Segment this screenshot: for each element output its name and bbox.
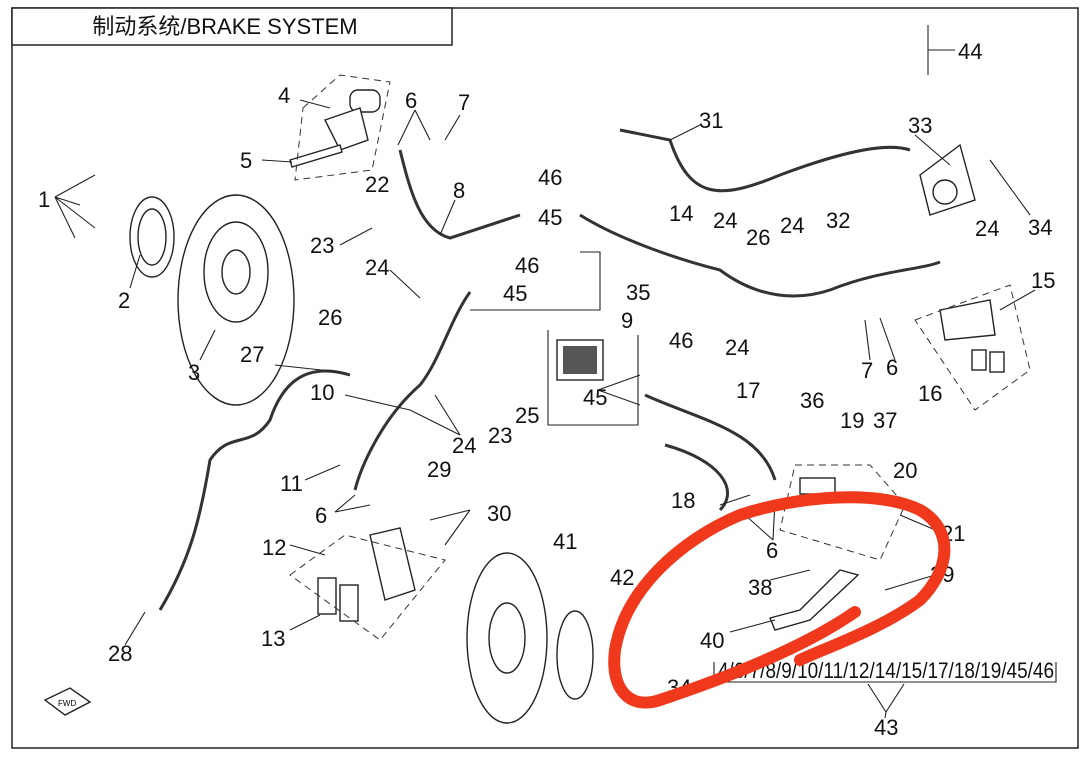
callout: 24 (452, 433, 476, 458)
callout: 7 (458, 90, 470, 115)
callout: 6 (766, 538, 778, 563)
callout: 42 (610, 565, 634, 590)
callout: 15 (1031, 268, 1055, 293)
callout: 2 (118, 288, 130, 313)
callout: 46 (669, 328, 693, 353)
callout: 12 (262, 535, 286, 560)
callout: 27 (240, 342, 264, 367)
callout: 8 (453, 178, 465, 203)
callout: 16 (918, 381, 942, 406)
leader-lines (54, 99, 1036, 719)
bracket-line (547, 330, 639, 426)
callout: 4 (278, 83, 290, 108)
kit-outline-19 (779, 464, 906, 561)
callout: 26 (746, 225, 770, 250)
callout: 31 (699, 108, 723, 133)
callout: 7 (861, 358, 873, 383)
callout: 3 (188, 360, 200, 385)
callout: 6 (886, 355, 898, 380)
kit-outline-15 (914, 284, 1031, 411)
callout: 40 (700, 628, 724, 653)
callout: 24 (365, 255, 389, 280)
callout: 9 (621, 308, 633, 333)
callout: 43 (874, 715, 898, 740)
callout: 38 (748, 575, 772, 600)
callout: 29 (427, 457, 451, 482)
callout: 24 (975, 216, 999, 241)
callout: 20 (893, 458, 917, 483)
callout: 6 (315, 503, 327, 528)
svg-text:FWD: FWD (58, 699, 76, 708)
callout: 45 (503, 281, 527, 306)
abs-tone-ring-front (129, 196, 175, 278)
callout: 45 (538, 205, 562, 230)
callout: 45 (583, 385, 607, 410)
red-annotation-circle (608, 491, 951, 709)
callout: 35 (626, 280, 650, 305)
rear-caliper-right (939, 299, 1005, 373)
callout: 10 (310, 380, 334, 405)
front-caliper (317, 527, 416, 622)
callout: 33 (908, 113, 932, 138)
callout: 37 (873, 408, 897, 433)
diagram-frame (11, 7, 1079, 749)
callout: 46 (515, 253, 539, 278)
rear-brake-disc (466, 552, 548, 724)
callout: 24 (780, 213, 804, 238)
callout: 19 (840, 408, 864, 433)
brake-hoses (158, 128, 941, 611)
callout: 46 (538, 165, 562, 190)
diagram-title: 制动系统/BRAKE SYSTEM (92, 14, 357, 39)
callout: 11 (280, 471, 303, 496)
front-master-cylinder (289, 89, 381, 168)
kit-outline-4 (294, 74, 391, 181)
bracket-line (470, 251, 601, 311)
forward-arrow-icon: FWD (43, 687, 92, 716)
callout: 34 (1028, 215, 1052, 240)
callout: 28 (108, 641, 132, 666)
callout: 36 (800, 388, 824, 413)
callout: 44 (958, 39, 982, 64)
callout: 14 (669, 201, 693, 226)
brake-pedal (769, 569, 860, 631)
title-box (11, 7, 453, 46)
rear-caliper (919, 143, 976, 216)
callout: 23 (488, 423, 512, 448)
front-brake-disc (177, 194, 295, 406)
callout: 25 (515, 403, 539, 428)
callout: 13 (261, 626, 285, 651)
callout: 41 (553, 529, 577, 554)
rear-master-cylinder (799, 477, 836, 495)
callout: 23 (310, 233, 334, 258)
callout: 6 (405, 88, 417, 113)
callout: 1 (38, 187, 50, 212)
callout: 26 (318, 305, 342, 330)
callout: 30 (487, 501, 511, 526)
callout: 24 (725, 335, 749, 360)
callout: 18 (671, 488, 695, 513)
callout: 17 (736, 378, 760, 403)
callout: 22 (365, 172, 389, 197)
callout: 32 (826, 208, 850, 233)
abs-module (556, 339, 604, 381)
callout: 24 (713, 208, 737, 233)
abs-tone-ring-rear (556, 610, 594, 700)
kit-outline-12 (289, 534, 446, 641)
callout: 5 (240, 148, 252, 173)
